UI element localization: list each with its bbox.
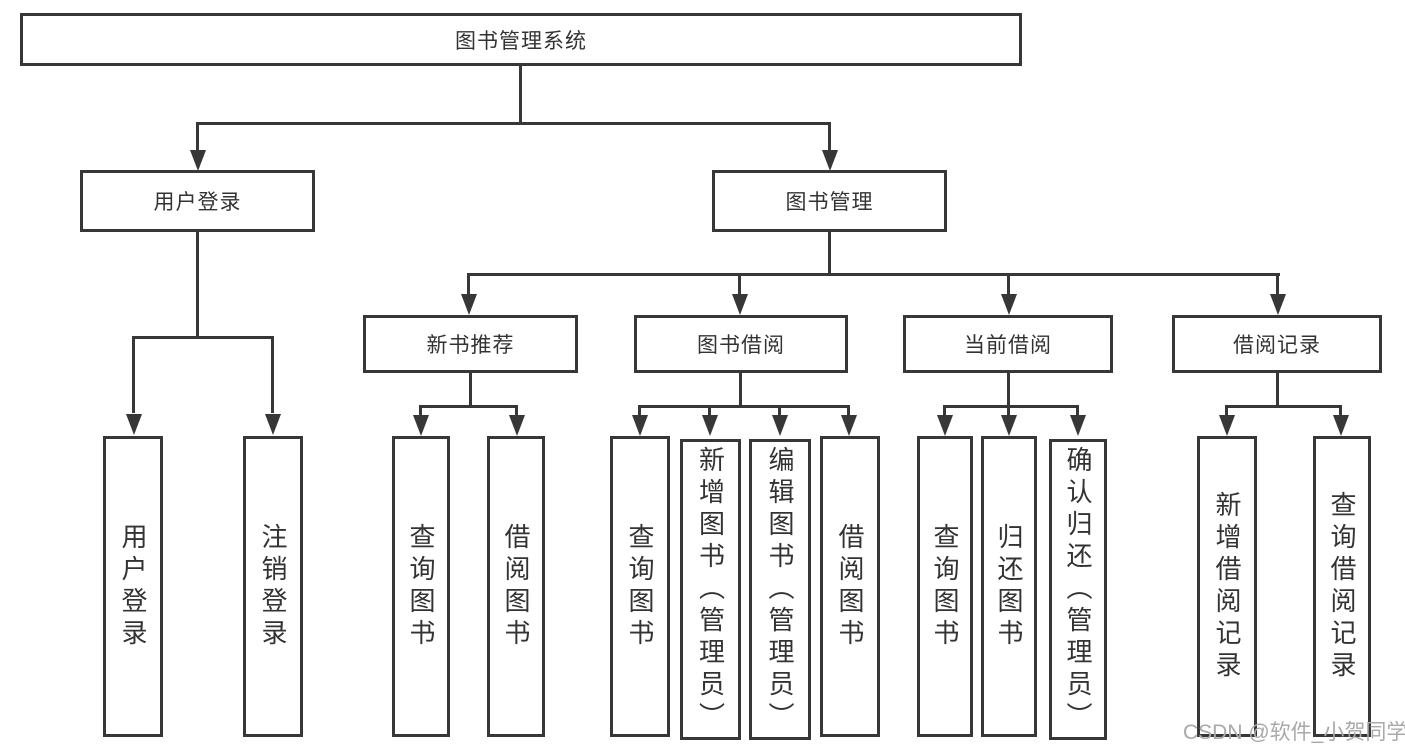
connector-line xyxy=(847,408,850,418)
connector-line xyxy=(1276,276,1279,296)
leaf-label: 编辑图书（管理员） xyxy=(765,445,795,734)
node-new-book-recommendation: 新书推荐 xyxy=(363,315,578,373)
node-borrowing-records: 借阅记录 xyxy=(1172,315,1382,373)
node-label: 借阅记录 xyxy=(1233,334,1321,357)
arrowhead-down xyxy=(1333,415,1349,436)
node-library-management-system: 图书管理系统 xyxy=(20,13,1022,66)
arrowhead-down xyxy=(265,414,281,435)
connector-line xyxy=(1225,408,1228,418)
connector-line xyxy=(708,408,711,418)
leaf-label: 归还图书 xyxy=(994,522,1024,651)
connector-line xyxy=(519,66,522,122)
leaf-label: 查询图书 xyxy=(930,522,960,651)
leaf-borrow-books-borrowing: 借阅图书 xyxy=(820,436,880,737)
connector-line xyxy=(943,408,946,418)
leaf-edit-books-admin: 编辑图书（管理员） xyxy=(749,439,811,740)
leaf-label: 用户登录 xyxy=(118,522,148,651)
connector-line xyxy=(638,408,641,418)
leaf-add-books-admin: 新增图书（管理员） xyxy=(680,439,741,740)
connector-line xyxy=(828,125,831,153)
connector-line xyxy=(943,405,1079,408)
arrowhead-down xyxy=(841,415,857,436)
arrowhead-down xyxy=(1001,294,1017,315)
leaf-label: 借阅图书 xyxy=(835,522,865,651)
connector-line xyxy=(1225,405,1342,408)
connector-line xyxy=(132,339,135,413)
leaf-logout: 注销登录 xyxy=(243,436,303,737)
connector-line xyxy=(467,276,470,296)
connector-line xyxy=(1076,408,1079,418)
connector-line xyxy=(1339,408,1342,418)
connector-line xyxy=(828,232,831,273)
arrowhead-down xyxy=(772,415,788,436)
connector-line xyxy=(515,408,518,418)
leaf-return-books: 归还图书 xyxy=(981,436,1037,737)
leaf-label: 查询图书 xyxy=(406,522,436,651)
node-label: 新书推荐 xyxy=(426,334,515,357)
arrowhead-down xyxy=(190,150,206,171)
arrowhead-down xyxy=(937,415,953,436)
connector-line xyxy=(469,373,472,405)
arrowhead-down xyxy=(702,415,718,436)
connector-line xyxy=(1007,408,1010,418)
connector-line xyxy=(467,273,1280,276)
connector-line xyxy=(196,122,831,125)
leaf-user-login: 用户登录 xyxy=(103,436,163,737)
leaf-label: 查询借阅记录 xyxy=(1327,490,1357,683)
node-current-borrowing: 当前借阅 xyxy=(903,315,1113,373)
leaf-query-books-current: 查询图书 xyxy=(917,436,973,737)
node-book-borrowing: 图书借阅 xyxy=(634,315,848,373)
arrowhead-down xyxy=(1001,415,1017,436)
connector-line xyxy=(196,125,199,153)
connector-line xyxy=(196,232,199,336)
leaf-query-books-borrowing: 查询图书 xyxy=(610,436,670,737)
arrowhead-down xyxy=(732,294,748,315)
arrowhead-down xyxy=(632,415,648,436)
arrowhead-down xyxy=(509,415,525,436)
leaf-label: 新增图书（管理员） xyxy=(695,445,726,734)
arrowhead-down xyxy=(461,294,477,315)
node-label: 当前借阅 xyxy=(964,334,1052,357)
node-user-login: 用户登录 xyxy=(80,170,315,232)
node-label: 用户登录 xyxy=(153,191,242,214)
leaf-label: 注销登录 xyxy=(258,522,288,651)
node-label: 图书管理 xyxy=(785,191,874,214)
connector-line xyxy=(739,373,742,405)
leaf-label: 查询图书 xyxy=(625,522,655,651)
connector-line xyxy=(778,408,781,418)
connector-line xyxy=(1276,373,1279,405)
node-book-management: 图书管理 xyxy=(712,170,947,232)
connector-line xyxy=(1007,373,1010,405)
leaf-confirm-return-admin: 确认归还（管理员） xyxy=(1049,439,1107,740)
node-label: 图书借阅 xyxy=(697,334,785,357)
leaf-label: 确认归还（管理员） xyxy=(1063,445,1093,734)
arrowhead-down xyxy=(1219,415,1235,436)
arrowhead-down xyxy=(1070,415,1086,436)
leaf-add-borrow-record: 新增借阅记录 xyxy=(1197,436,1257,737)
leaf-query-books-recommend: 查询图书 xyxy=(392,436,450,737)
arrowhead-down xyxy=(1270,294,1286,315)
connector-line xyxy=(132,336,274,339)
leaf-query-borrow-record: 查询借阅记录 xyxy=(1313,436,1371,737)
connector-line xyxy=(638,405,850,408)
leaf-label: 借阅图书 xyxy=(501,522,531,651)
connector-line xyxy=(738,276,741,296)
leaf-label: 新增借阅记录 xyxy=(1212,490,1242,683)
node-label: 图书管理系统 xyxy=(455,29,587,53)
arrowhead-down xyxy=(126,414,142,435)
connector-line xyxy=(1007,276,1010,296)
connector-line xyxy=(419,408,422,418)
arrowhead-down xyxy=(822,150,838,171)
connector-line xyxy=(271,339,274,413)
connector-line xyxy=(419,405,518,408)
csdn-watermark: CSDN @软件_小贺同学 xyxy=(1183,721,1405,744)
arrowhead-down xyxy=(413,415,429,436)
leaf-borrow-books-recommend: 借阅图书 xyxy=(487,436,545,737)
